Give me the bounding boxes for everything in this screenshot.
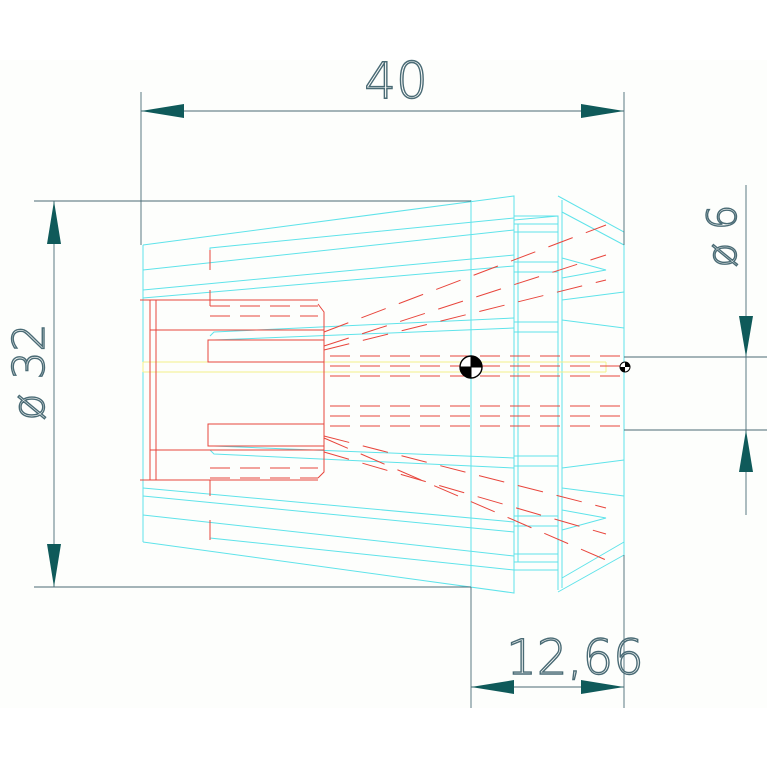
arrow-right-nose [581,680,624,694]
length-dimension-label: 40 [364,52,428,110]
center-mark-icon [459,355,483,379]
drawing-sheet [0,60,767,708]
outer-diameter-label: ø 32 [4,324,55,421]
arrow-bottom-bore [739,430,753,472]
arrow-bottom-diameter [47,544,61,587]
nose-length-label: 12,66 [506,630,643,686]
arrow-top-diameter [47,201,61,244]
hidden-lines [140,224,624,561]
small-center-mark-icon [619,361,631,373]
bore-diameter-label: ø 6 [700,205,746,268]
arrow-left-nose [471,680,514,694]
arrow-left-length [141,104,184,118]
arrow-top-bore [739,316,753,357]
arrow-right-length [581,104,624,118]
dimension-arrows [47,104,753,694]
